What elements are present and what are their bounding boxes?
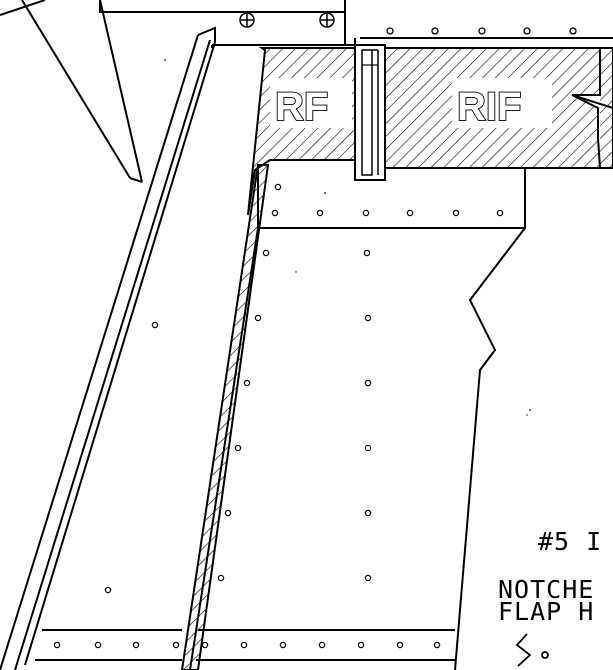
leader-arrow bbox=[515, 633, 549, 667]
note-line-1: NOTCHE bbox=[498, 575, 594, 604]
rif-label-bg bbox=[452, 78, 552, 128]
diagonal-stiffener bbox=[0, 26, 216, 670]
note-line-2: FLAP H bbox=[498, 597, 594, 626]
rf-label-bg bbox=[270, 78, 352, 128]
rif-label: RIF bbox=[457, 85, 521, 129]
upper-flange bbox=[257, 167, 600, 229]
hinge-bolt bbox=[354, 44, 386, 181]
rivet-row-flange bbox=[271, 183, 504, 217]
skin-panel bbox=[35, 227, 526, 670]
screw-icon bbox=[239, 12, 255, 28]
rib-section bbox=[247, 47, 613, 216]
speck-marks bbox=[164, 59, 531, 416]
top-bar bbox=[99, 0, 613, 48]
screw-icon bbox=[319, 12, 335, 28]
rivet-row-top bbox=[386, 27, 577, 35]
callout-lines bbox=[0, 0, 143, 183]
part-number-label: #5 I bbox=[538, 527, 602, 556]
rf-label: RF bbox=[275, 85, 328, 129]
rivet-grid bbox=[104, 249, 372, 594]
rivet-row-bottom bbox=[53, 641, 441, 649]
hatched-flange bbox=[180, 164, 270, 670]
